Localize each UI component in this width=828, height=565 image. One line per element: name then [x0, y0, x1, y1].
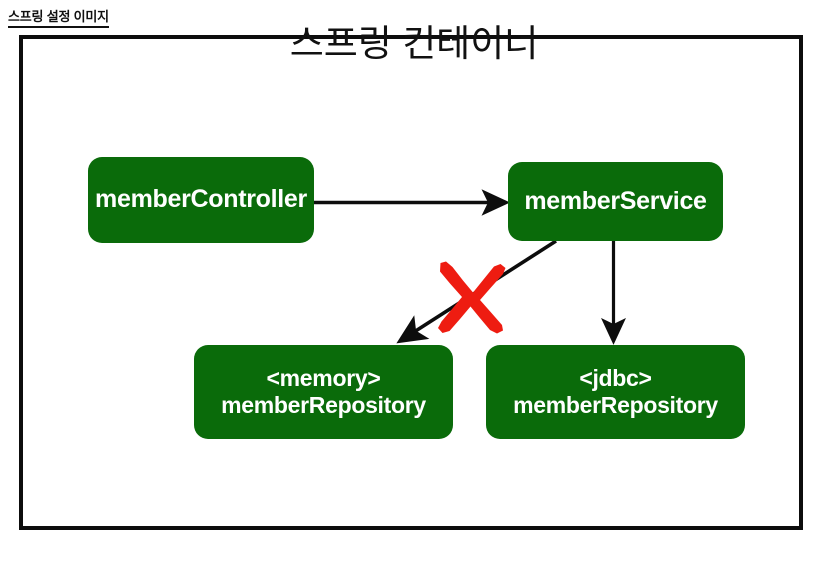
- spring-container-title: 스프링 컨테이너: [289, 23, 539, 64]
- bean-label-line-2: memberRepository: [221, 392, 426, 418]
- bean-label-line-1: memberController: [95, 185, 307, 214]
- spring-container-frame: [19, 35, 803, 530]
- bean-box-member-service[interactable]: memberService: [508, 162, 723, 241]
- bean-box-jdbc-member-repository[interactable]: <jdbc> memberRepository: [486, 345, 745, 439]
- image-caption: 스프링 설정 이미지: [8, 9, 109, 28]
- bean-label-line-1: <memory>: [266, 364, 381, 391]
- bean-label-line-1: <jdbc>: [579, 364, 652, 391]
- bean-box-memory-member-repository[interactable]: <memory> memberRepository: [194, 345, 453, 439]
- bean-box-member-controller[interactable]: memberController: [88, 157, 314, 243]
- bean-label-line-2: memberRepository: [513, 392, 718, 418]
- bean-label-line-1: memberService: [524, 186, 707, 215]
